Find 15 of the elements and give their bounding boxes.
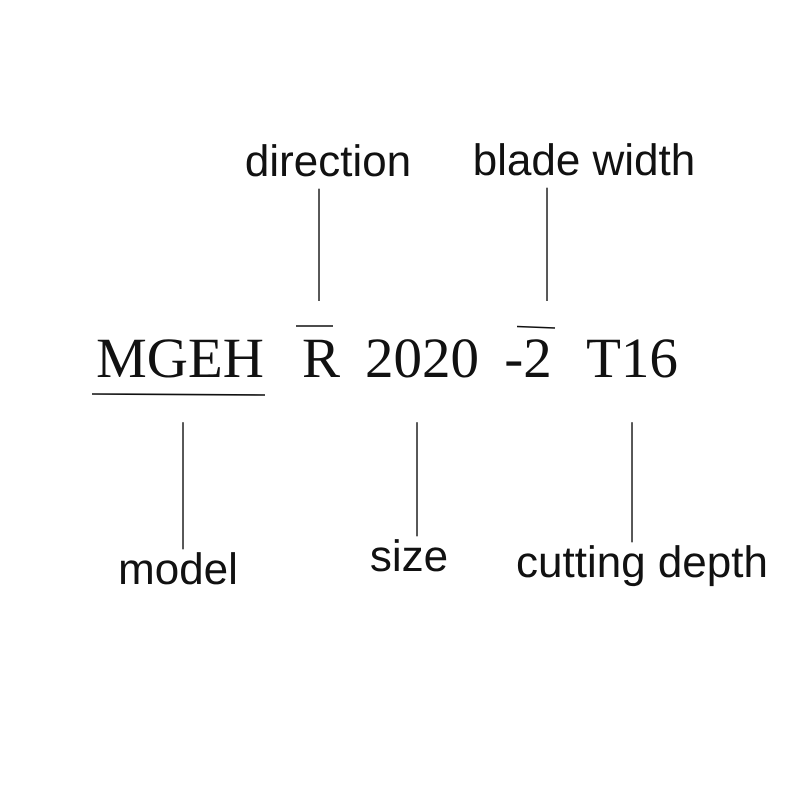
leader-line [416, 422, 418, 536]
leader-line [318, 188, 320, 301]
leader-line [182, 422, 184, 550]
label: cutting depth [518, 545, 766, 586]
label: model [121, 552, 235, 584]
code-part: R [304, 340, 340, 377]
label: size [371, 539, 446, 572]
code-part: T16 [587, 339, 676, 378]
label: blade width [476, 143, 692, 176]
code-part: 2020 [368, 339, 477, 378]
code-part: MGEH [98, 339, 262, 378]
leader-line [631, 422, 633, 542]
label: direction [246, 144, 408, 176]
leader-line [546, 188, 548, 301]
code-part: -2 [506, 339, 549, 377]
